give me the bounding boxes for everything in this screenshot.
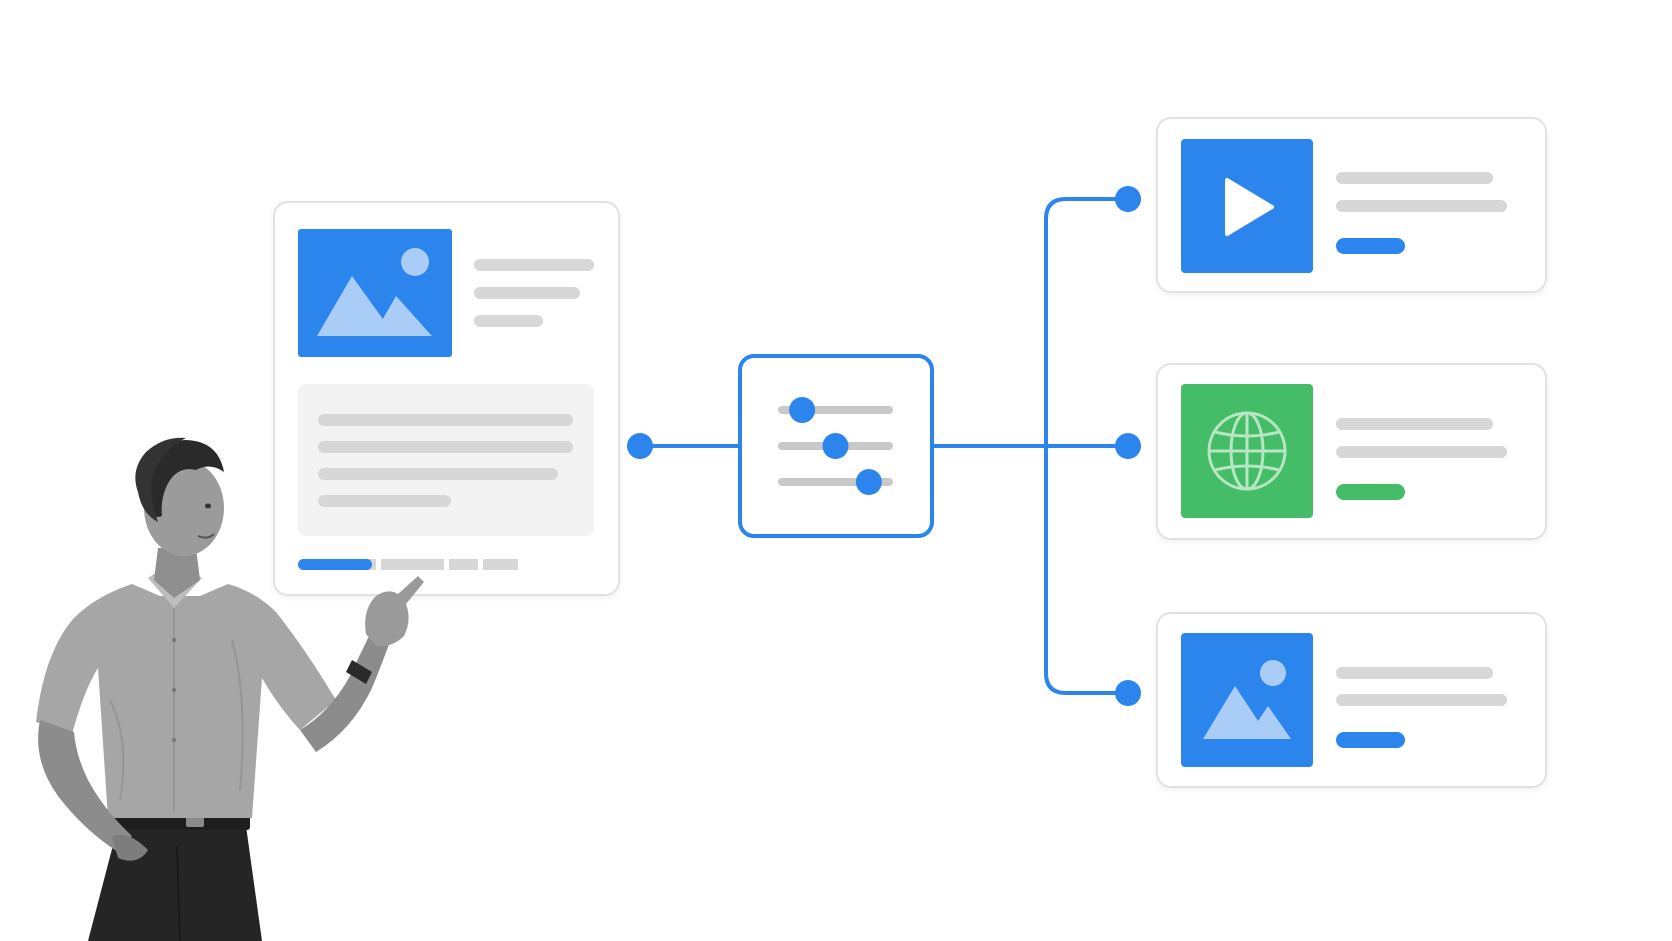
source-meta-placeholder [474, 315, 543, 327]
source-progress-bar [298, 557, 598, 572]
pointing-hand [365, 576, 424, 647]
source-body-line-2 [318, 441, 573, 453]
image-action-pill[interactable] [1336, 732, 1405, 748]
slider-knob-2[interactable] [822, 433, 849, 459]
source-card[interactable] [273, 201, 620, 596]
source-body-line-4 [318, 495, 451, 507]
source-subtitle-placeholder [474, 287, 580, 299]
video-subtitle-placeholder [1336, 200, 1507, 212]
output-card-video[interactable] [1156, 117, 1547, 293]
output-card-image[interactable] [1156, 612, 1547, 788]
output-port-dot-2[interactable] [1115, 433, 1141, 459]
source-body-line-1 [318, 414, 573, 426]
image-icon [1181, 633, 1313, 767]
shirt [36, 584, 336, 818]
globe-icon [1181, 384, 1313, 518]
slider-knob-1[interactable] [789, 397, 816, 423]
slider-knob-3[interactable] [855, 469, 882, 495]
source-title-placeholder [474, 259, 594, 271]
connector-lines [627, 186, 1141, 706]
input-port-dot[interactable] [627, 433, 653, 459]
play-icon [1181, 139, 1313, 273]
web-action-pill[interactable] [1336, 484, 1405, 500]
left-arm [38, 720, 132, 852]
web-subtitle-placeholder [1336, 446, 1507, 458]
source-body-line-3 [318, 468, 558, 480]
output-port-dot-1[interactable] [1115, 186, 1141, 212]
filter-node[interactable] [738, 354, 934, 538]
sliders-icon [778, 397, 893, 495]
video-title-placeholder [1336, 172, 1493, 184]
video-action-pill[interactable] [1336, 238, 1405, 254]
presenter-figure [36, 437, 424, 941]
right-forearm [300, 626, 392, 752]
hair [141, 440, 224, 517]
progress-fill [298, 559, 372, 570]
image-subtitle-placeholder [1336, 694, 1507, 706]
image-title-placeholder [1336, 667, 1493, 679]
output-card-web[interactable] [1156, 363, 1547, 540]
output-branch-connector [1044, 197, 1128, 695]
output-port-dot-3[interactable] [1115, 680, 1141, 706]
web-title-placeholder [1336, 418, 1493, 430]
image-icon [298, 229, 452, 357]
